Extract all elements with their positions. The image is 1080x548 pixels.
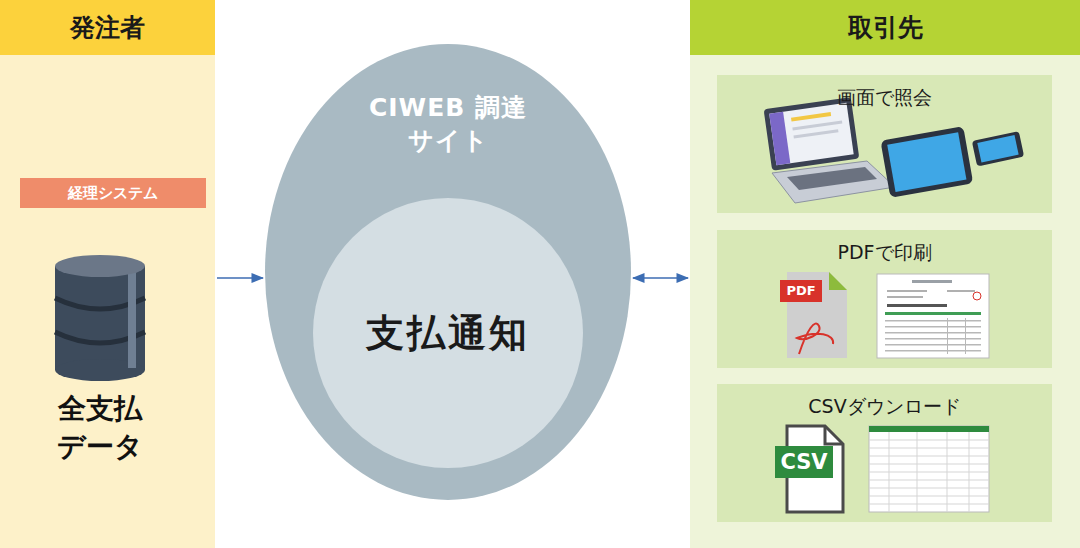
invoice-sheet (877, 274, 989, 358)
file-badge-text: PDF (780, 280, 822, 302)
database-shine (128, 268, 136, 368)
spreadsheet-grid-part (869, 504, 989, 505)
database-icon (10, 248, 190, 383)
method-box: 画面で照会 (717, 75, 1052, 213)
invoice-stamp (973, 292, 981, 300)
invoice-line (887, 304, 947, 307)
tablet-part (887, 132, 966, 192)
database-node: 全支払 データ (10, 248, 190, 480)
smartphone-part (977, 135, 1018, 162)
tablet (880, 126, 973, 198)
invoice-line (947, 290, 975, 292)
pdf-badge (780, 280, 822, 302)
spreadsheet-grid-part (869, 464, 989, 465)
flow-arrow (633, 277, 688, 279)
laptop (764, 97, 860, 171)
laptop-keyboard (772, 161, 895, 203)
invoice-line (887, 296, 923, 298)
shape-fill (313, 198, 583, 468)
method-label: PDFで印刷 (717, 240, 1052, 266)
method-label: CSVダウンロード (717, 394, 1052, 420)
database-top (55, 255, 145, 277)
pdf-fold (829, 272, 847, 290)
party-panel: 発注者経理システム 全支払 データ (0, 0, 215, 548)
laptop-part (793, 129, 838, 138)
method-label: 画面で照会 (717, 85, 1052, 111)
invoice-rows-part (885, 320, 981, 322)
smartphone-part (972, 131, 1024, 166)
invoice-rows-part (965, 318, 966, 354)
csv-badge (775, 446, 833, 478)
method-box: PDFで印刷 PDF (717, 230, 1052, 368)
panel-heading: 取引先 (690, 0, 1080, 55)
laptop-part (792, 121, 842, 131)
spreadsheet-grid-part (917, 432, 918, 512)
shape-fill (265, 44, 631, 500)
laptop-part (769, 112, 790, 165)
spreadsheet-grid-part (869, 496, 989, 497)
invoice-rows-part (885, 338, 981, 340)
invoice-rows-part (885, 344, 981, 346)
spreadsheet-grid-part (869, 456, 989, 457)
invoice-line (912, 280, 952, 283)
spreadsheet-grid (869, 432, 989, 512)
data-label: 全支払 データ (10, 390, 190, 466)
invoice-rows-part (947, 318, 948, 354)
file-badge-text: CSV (775, 446, 833, 478)
system-label: 経理システム (20, 178, 206, 208)
spreadsheet-bar (869, 426, 989, 432)
spreadsheet-grid-part (869, 488, 989, 489)
database-body (55, 266, 145, 370)
spreadsheet (869, 426, 989, 512)
site-ellipse: CIWEB 調達サイト支払通知 (265, 44, 631, 500)
spreadsheet-grid-part (869, 472, 989, 473)
invoice-line (887, 290, 927, 292)
spreadsheet-grid-part (969, 432, 970, 512)
system-tag: 経理システム (20, 178, 206, 208)
tablet-part (880, 126, 973, 198)
notice-label: 支払通知 (313, 308, 583, 359)
invoice-rows-part (885, 332, 981, 334)
party-panel: 取引先 画面で照会 PDFで印刷 PDF (690, 0, 1080, 548)
invoice-rows (885, 318, 981, 354)
laptop-part (769, 103, 853, 165)
panel-heading: 発注者 (0, 0, 215, 55)
notice-circle: 支払通知 (313, 198, 583, 468)
invoice-rows-part (885, 326, 981, 328)
laptop-keys (787, 167, 877, 190)
method-box: CSVダウンロード CSV (717, 384, 1052, 522)
flow-arrow (217, 277, 263, 279)
pdf-mark (797, 324, 833, 354)
site-name: CIWEB 調達サイト (358, 92, 538, 157)
invoice-header (885, 312, 981, 315)
spreadsheet-grid-part (869, 480, 989, 481)
spreadsheet-grid-part (889, 432, 890, 512)
invoice-rows-part (885, 350, 981, 352)
spreadsheet-grid-part (869, 448, 989, 449)
spreadsheet-grid-part (947, 432, 948, 512)
laptop-part (791, 112, 831, 122)
smartphone (972, 131, 1024, 166)
spreadsheet-grid-part (869, 440, 989, 441)
csv-fold (825, 426, 843, 444)
laptop-part (764, 97, 860, 171)
